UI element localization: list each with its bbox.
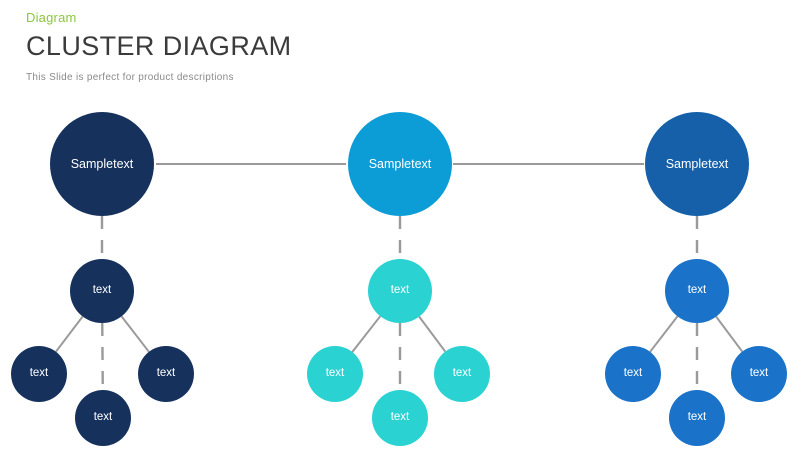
page-title: CLUSTER DIAGRAM [26, 31, 292, 61]
slide-header: Diagram CLUSTER DIAGRAM This Slide is pe… [26, 10, 292, 85]
cluster-center-root-node-label: Sample [368, 156, 412, 171]
cluster-center-leaf-node-2[interactable]: text [372, 390, 428, 446]
cluster-center-leaf-node-2-label: text [390, 411, 410, 424]
eyebrow-label: Diagram [26, 10, 77, 25]
cluster-center-leaf-node-1[interactable]: text [307, 346, 363, 402]
cluster-right-root-node-label: text [708, 156, 729, 171]
cluster-center-root-node-label: text [411, 156, 432, 171]
cluster-center-mid-to-leaf-connector-3 [418, 316, 447, 353]
cluster-center-mid-node[interactable]: text [368, 259, 432, 323]
cluster-left-leaf-node-2[interactable]: text [75, 390, 131, 446]
cluster-left-leaf-node-2-label: text [93, 411, 113, 424]
cluster-right-leaf-node-3-label: text [749, 367, 769, 380]
cluster-center-mid-to-leaf-connector-1 [351, 315, 382, 353]
cluster-center-leaf-node-3-label: text [452, 367, 472, 380]
cluster-right-leaf-node-3[interactable]: text [731, 346, 787, 402]
cluster-left-mid-node-label: text [92, 284, 112, 297]
cluster-left-leaf-node-1-label: text [29, 367, 49, 380]
slide-subtitle: This Slide is perfect for product descri… [26, 72, 234, 83]
cluster-right-leaf-node-1-label: text [623, 367, 643, 380]
cluster-right-leaf-node-1[interactable]: text [605, 346, 661, 402]
cluster-center-leaf-node-3[interactable]: text [434, 346, 490, 402]
cluster-left-mid-to-leaf-connector-1 [55, 315, 84, 353]
cluster-left-mid-node[interactable]: text [70, 259, 134, 323]
cluster-right-mid-to-leaf-connector-3 [715, 316, 744, 353]
cluster-right-leaf-node-2[interactable]: text [669, 390, 725, 446]
cluster-left-leaf-node-3-label: text [156, 367, 176, 380]
cluster-left-leaf-node-1[interactable]: text [11, 346, 67, 402]
cluster-left-leaf-node-3[interactable]: text [138, 346, 194, 402]
cluster-right-leaf-node-2-label: text [687, 411, 707, 424]
cluster-right-root-node-label: Sample [665, 156, 709, 171]
cluster-right-mid-node[interactable]: text [665, 259, 729, 323]
cluster-right-mid-to-leaf-connector-1 [649, 315, 679, 353]
cluster-left-mid-to-leaf-connector-2 [101, 322, 104, 391]
cluster-left-root-node-label: text [113, 156, 134, 171]
cluster-left-root-node-label: Sample [70, 156, 114, 171]
cluster-center-mid-node-label: text [390, 284, 410, 297]
cluster-left-mid-to-leaf-connector-3 [120, 315, 150, 353]
cluster-center-leaf-node-1-label: text [325, 367, 345, 380]
cluster-right-mid-node-label: text [687, 284, 707, 297]
